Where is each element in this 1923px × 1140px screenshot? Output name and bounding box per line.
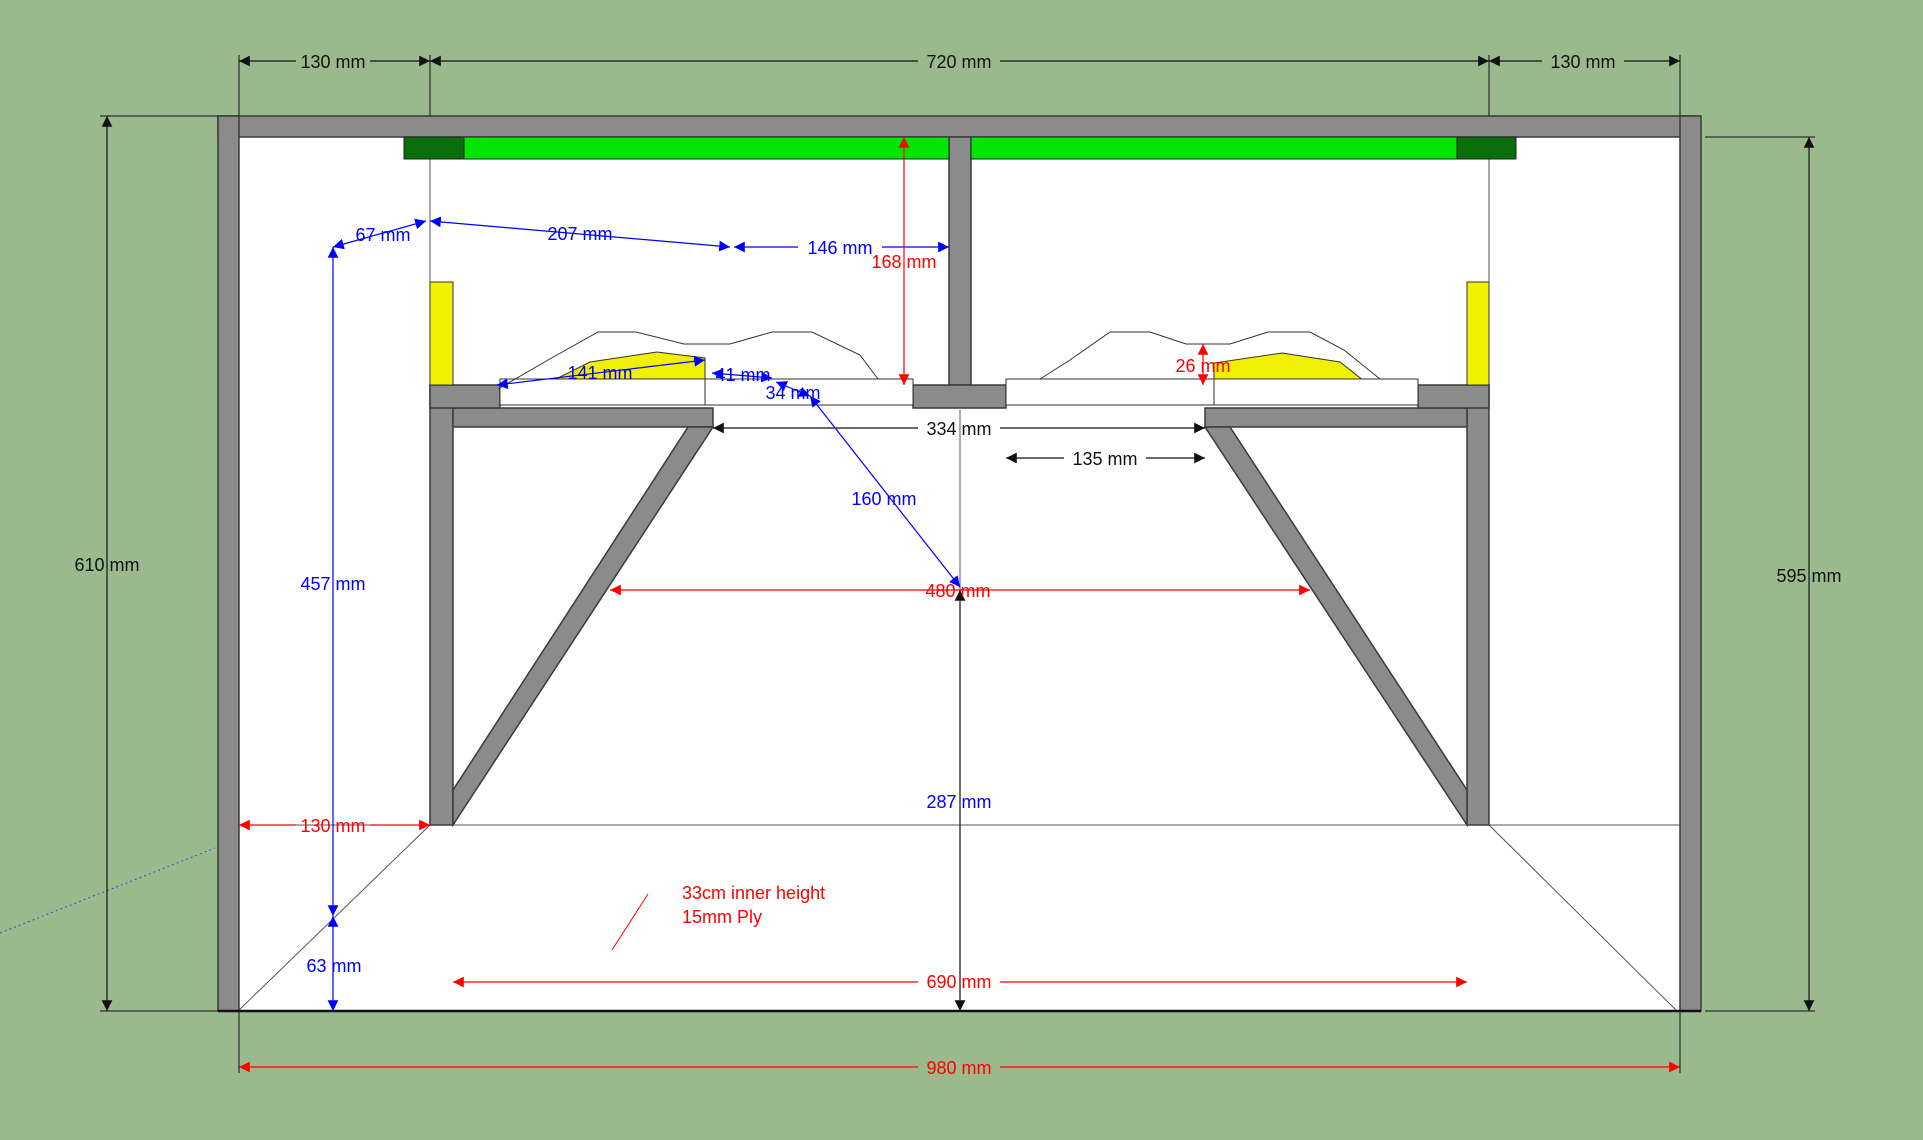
device-left-outline [497,331,879,390]
dim-label-334: 334 mm [926,419,991,439]
dim-label-160: 160 mm [851,489,916,509]
shelf-upper-left [429,384,501,409]
dim-line-160-segment [809,395,961,588]
carcass-panels [217,115,1702,1012]
shelf-left [452,407,714,428]
dim-label-690: 690 mm [926,972,991,992]
shelf-upper-right [1417,384,1490,409]
dim-label-980: 980 mm [926,1058,991,1078]
right-diagonal-brace [1203,426,1468,828]
green-bar-end-right [1456,136,1517,160]
dim-line-41 [711,368,773,383]
dim-line-34-segment [775,381,811,397]
dim-label-457: 457 mm [300,574,365,594]
dim-label-34: 34 mm [765,383,820,403]
yellow-post-left [429,281,454,386]
dim-label-height-left: 610 mm [74,555,139,575]
plate-right-b [1213,378,1419,406]
dim-line-207 [429,216,731,252]
left-inner-upright [429,384,454,826]
dim-label-top-left: 130 mm [300,52,365,72]
center-divider [948,136,972,386]
dim-line-41-segment [711,368,773,383]
dim-label-41: 41 mm [715,365,770,385]
dim-line-67 [332,218,427,250]
dim-line-141 [496,355,706,390]
note-line-2: 15mm Ply [682,907,762,927]
right-panel [1679,115,1702,1012]
note-text: 33cm inner height 15mm Ply [682,883,825,927]
dim-line-207-segment [429,216,731,252]
yellow-post-right [1466,281,1490,386]
dim-line-141-segment [496,355,706,390]
dim-label-height-right: 595 mm [1776,566,1841,586]
shelf-upper-mid [912,384,1007,409]
note-leader [611,893,649,951]
green-bar-left [463,136,950,160]
dim-label-130-bottom: 130 mm [300,816,365,836]
top-panel [217,115,1701,138]
shelf-right [1204,407,1468,428]
left-diagonal-brace [452,426,715,828]
dim-label-top-mid: 720 mm [926,52,991,72]
dim-label-480: 480 mm [925,581,990,601]
dimension-labels: 130 mm 720 mm 130 mm 610 mm 595 mm 67 mm… [74,52,1841,1078]
left-panel [217,115,240,1012]
dim-label-141: 141 mm [567,363,632,383]
dim-label-168: 168 mm [871,252,936,272]
green-bar-right [970,136,1458,160]
dim-line-67-segment [332,218,427,250]
dim-label-63: 63 mm [306,956,361,976]
green-bar-end-left [403,136,465,160]
dim-label-207: 207 mm [547,224,612,244]
dim-line-34 [775,381,811,397]
plate-right-a [1005,378,1215,406]
dim-label-146: 146 mm [807,238,872,258]
note-line-1: 33cm inner height [682,883,825,903]
dim-line-160 [809,395,961,588]
dim-label-135: 135 mm [1072,449,1137,469]
right-inner-upright [1466,384,1490,826]
dim-label-67: 67 mm [355,225,410,245]
dim-label-top-right: 130 mm [1550,52,1615,72]
dim-label-26: 26 mm [1175,356,1230,376]
dim-label-287: 287 mm [926,792,991,812]
